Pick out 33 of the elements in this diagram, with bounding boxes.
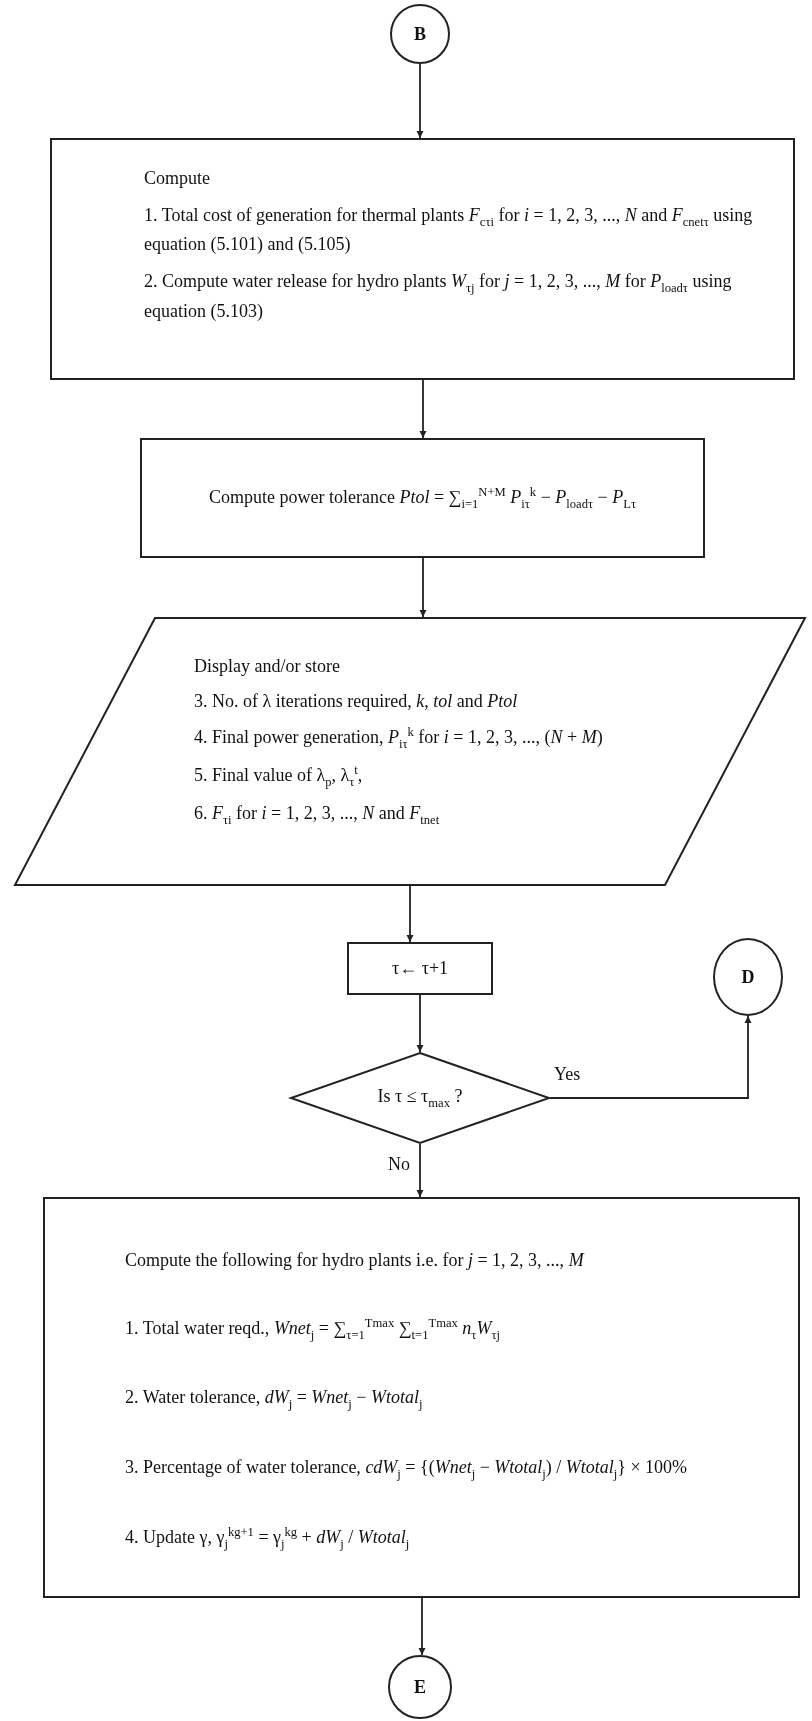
connector-circle (390, 4, 450, 64)
connector-label: B (414, 23, 426, 45)
box-text: τ← τ+1 (391, 957, 449, 980)
arrow (416, 63, 424, 139)
box-text: 3. No. of λ iterations required, k, tol and Ptol (194, 690, 518, 713)
box-text: 1. Total cost of generation for thermal plants F$_{cτi}$ for i = 1, 2, 3, ..., N and F$_{cnetτ}$ using equation (5.101) and (5.105) (144, 204, 754, 257)
box-text: 6. F$_{τi}$ for i = 1, 2, 3, ..., N and F$_{tnet}$ (194, 801, 440, 829)
process-box (50, 138, 795, 380)
arrow (419, 379, 427, 439)
connector-circle (388, 1655, 452, 1719)
arrow (416, 994, 424, 1053)
box-heading: Compute the following for hydro plants i.e. for j = 1, 2, 3, ..., M (125, 1249, 584, 1272)
box-text: 2. Water tolerance, dW$_{j}$ = Wnet$_{j}$ − Wtotal$_{j}$ (125, 1386, 423, 1414)
box-text: Is τ ≤ τ$_{max}$ ? (377, 1085, 463, 1112)
arrow (416, 1143, 424, 1198)
arrow (549, 1015, 752, 1099)
process-box (43, 1197, 800, 1598)
box-text: 1. Total water reqd., Wnet$_{j}$ = ∑$_{τ=1}$$^{Tmax}$ ∑$_{t=1}$$^{Tmax}$ n$_{τ}$W$_{τj}$ (125, 1315, 500, 1344)
box-heading: Compute (144, 167, 210, 190)
box-text: 4. Final power generation, P$_{iτ}$$^{k}$ for i = 1, 2, 3, ..., (N + M) (194, 724, 603, 753)
box-text: 2. Compute water release for hydro plants W$_{τj}$ for j = 1, 2, 3, ..., M for P$_{loadτ}$ using equation (5.103) (144, 270, 733, 323)
box-text: 4. Update γ, γ$_{j}$$^{kg+1}$ = γ$_{j}$$^{kg}$ + dW$_{j}$ / Wtotal$_{j}$ (125, 1524, 410, 1554)
arrow (406, 885, 414, 943)
box-text: Compute power tolerance Ptol = ∑$_{i=1}$$^{N+M}$ P$_{iτ}$$^{k}$ − P$_{loadτ}$ − P$_{Lτ}$ (209, 483, 636, 513)
arrow (418, 1597, 426, 1656)
connector-label: D (741, 966, 755, 988)
box-heading: Display and/or store (194, 655, 340, 678)
connector-label: E (414, 1676, 426, 1698)
box-text: 3. Percentage of water tolerance, cdW$_{j}$ = {(Wnet$_{j}$ − Wtotal$_{j}$) / Wtotal$_{j}$} × 100% (125, 1455, 688, 1483)
process-box (140, 438, 705, 558)
arrow (419, 557, 427, 618)
box-text: 5. Final value of λ$_{p}$, λ$_{τ}$$^{t}$, (194, 762, 363, 792)
process-box (347, 942, 493, 995)
